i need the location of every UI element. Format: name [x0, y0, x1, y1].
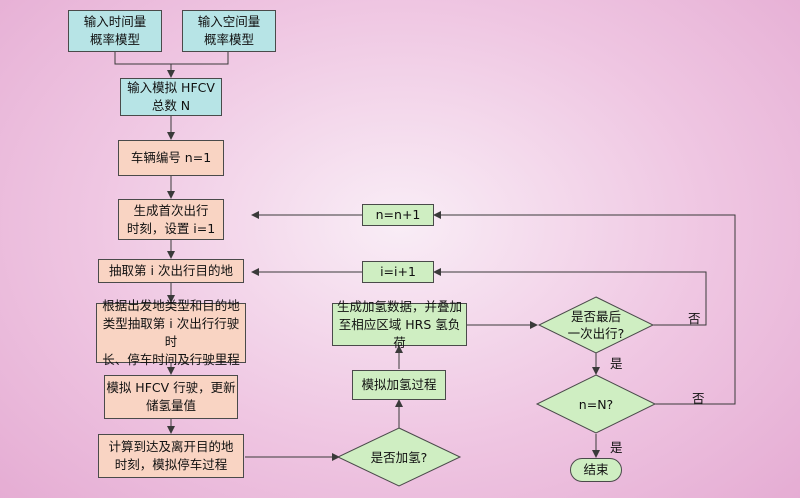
n-equals-decision-label: n=N?: [578, 396, 614, 412]
refuel-data-label: 生成加氢数据，并叠加 至相应区域 HRS 氢负荷: [336, 298, 462, 350]
edge-input-time-down: [114, 52, 229, 65]
n-equals-no-label: 否: [692, 391, 705, 406]
compute-time-box: 计算到达及离开目的地 时刻，模拟停车过程: [98, 434, 244, 478]
last-trip-yes-label: 是: [610, 356, 623, 371]
i-increment-box: i=i+1: [362, 261, 434, 283]
input-time-model-label: 输入时间量 概率模型: [83, 14, 147, 47]
first-trip-label: 生成首次出行 时刻，设置 i=1: [126, 202, 216, 236]
extract-destination-label: 抽取第 i 次出行目的地: [109, 263, 233, 278]
last-trip-decision-label: 是否最后 一次出行?: [567, 309, 625, 341]
end-label: 结束: [583, 462, 609, 477]
vehicle-number-label: 车辆编号 n=1: [130, 150, 212, 165]
simulate-drive-box: 模拟 HFCV 行驶，更新 储氢量值: [104, 375, 238, 419]
refuel-simulate-label: 模拟加氢过程: [361, 377, 437, 392]
input-space-model-box: 输入空间量 概率模型: [182, 10, 276, 52]
simulate-drive-label: 模拟 HFCV 行驶，更新 储氢量值: [106, 380, 236, 413]
refuel-simulate-box: 模拟加氢过程: [352, 370, 446, 400]
first-trip-box: 生成首次出行 时刻，设置 i=1: [118, 199, 224, 240]
i-increment-label: i=i+1: [380, 264, 416, 279]
vehicle-number-box: 车辆编号 n=1: [118, 140, 224, 176]
input-total-label: 输入模拟 HFCV 总数 N: [127, 80, 215, 113]
refuel-data-box: 生成加氢数据，并叠加 至相应区域 HRS 氢负荷: [332, 299, 467, 350]
edge-nq-no-loop: [433, 211, 736, 405]
n-equals-decision-shape: [535, 374, 657, 434]
end-terminal: 结束: [570, 458, 622, 482]
n-equals-yes-label: 是: [610, 440, 623, 455]
n-increment-label: n=n+1: [375, 207, 421, 222]
n-increment-box: n=n+1: [362, 204, 434, 226]
input-total-box: 输入模拟 HFCV 总数 N: [120, 78, 222, 116]
input-time-model-box: 输入时间量 概率模型: [68, 10, 162, 52]
refuel-decision-shape: [336, 427, 462, 487]
last-trip-decision-shape: [537, 296, 655, 354]
edge-lastq-no-loop: [433, 268, 707, 326]
input-space-model-label: 输入空间量 概率模型: [197, 14, 261, 47]
refuel-decision-label: 是否加氢?: [370, 449, 428, 465]
compute-time-label: 计算到达及离开目的地 时刻，模拟停车过程: [108, 439, 234, 472]
last-trip-no-label: 否: [688, 311, 701, 326]
extract-time-label: 根据出发地类型和目的地 类型抽取第 i 次出行行驶时 长、停车时间及行驶里程: [102, 298, 240, 367]
extract-time-box: 根据出发地类型和目的地 类型抽取第 i 次出行行驶时 长、停车时间及行驶里程: [96, 298, 246, 367]
extract-destination-box: 抽取第 i 次出行目的地: [98, 259, 244, 283]
